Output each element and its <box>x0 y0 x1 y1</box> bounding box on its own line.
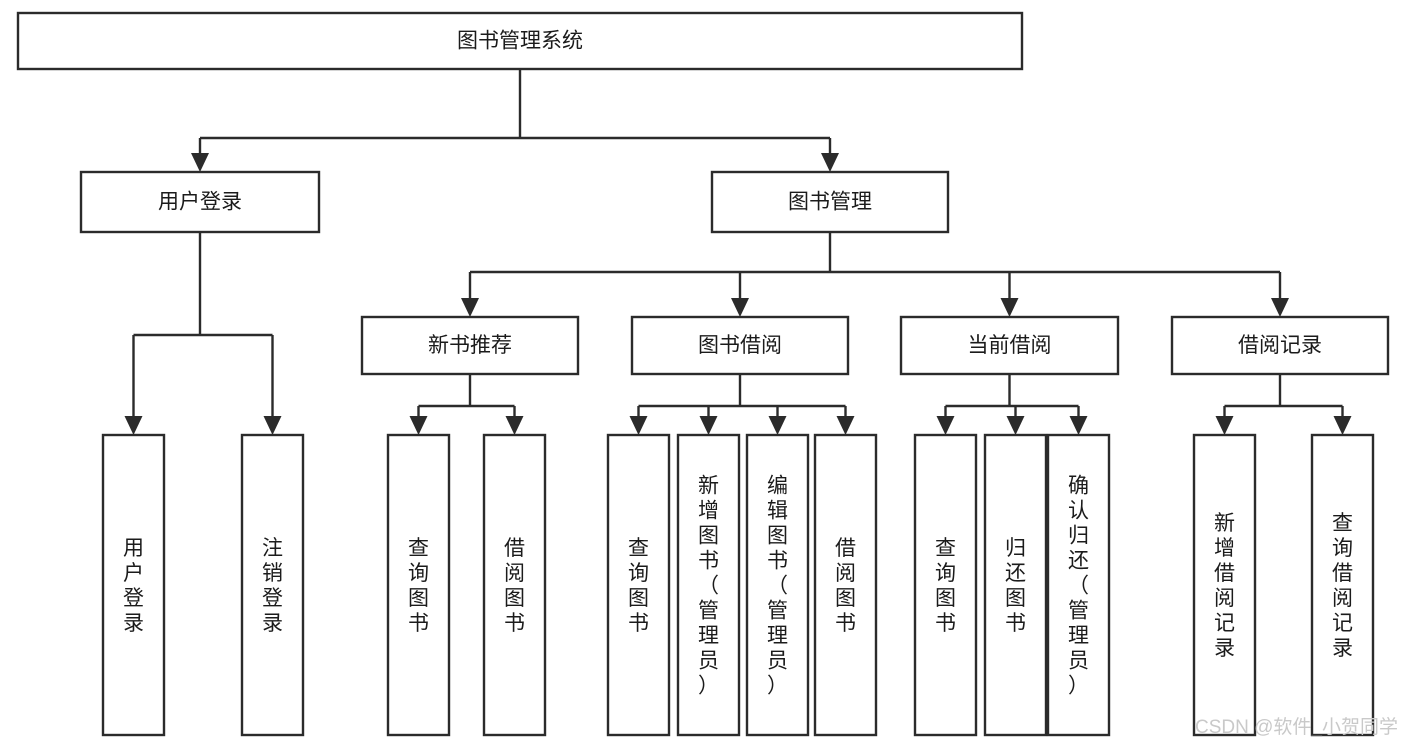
node-leaf-edit-book[interactable]: 编辑图书（管理员） <box>745 433 810 737</box>
arrow-head-icon <box>836 416 855 435</box>
node-box <box>813 433 878 737</box>
node-leaf-borrow-book-rec[interactable]: 借阅图书 <box>482 433 547 737</box>
arrow-head-icon <box>768 416 787 435</box>
node-label-vertical: 确认归还（管理员） <box>1068 475 1089 698</box>
node-box <box>710 170 950 234</box>
node-box <box>360 315 580 376</box>
arrow-head-icon <box>936 416 955 435</box>
node-box <box>1310 433 1375 737</box>
node-label: 当前借阅 <box>968 334 1052 357</box>
arrow-head-icon <box>1006 416 1025 435</box>
node-box <box>240 433 305 737</box>
node-box <box>1046 433 1111 737</box>
arrow-head-icon <box>505 416 524 435</box>
node-box <box>1192 433 1257 737</box>
node-box <box>16 11 1024 71</box>
node-leaf-query-book[interactable]: 查询图书 <box>606 433 671 737</box>
node-label: 图书管理 <box>788 191 872 214</box>
connector-layer <box>124 69 1352 435</box>
node-box <box>79 170 321 234</box>
node-borrow-record[interactable]: 借阅记录 <box>1170 315 1390 376</box>
node-label: 用户登录 <box>158 191 242 214</box>
node-layer: 图书管理系统用户登录图书管理新书推荐图书借阅当前借阅借阅记录用户登录注销登录查询… <box>16 11 1390 737</box>
arrow-head-icon <box>1333 416 1352 435</box>
node-box <box>101 433 166 737</box>
node-leaf-add-record[interactable]: 新增借阅记录 <box>1192 433 1257 737</box>
csdn-watermark: CSDN @软件_小贺同学 <box>1195 716 1398 738</box>
node-leaf-query-current[interactable]: 查询图书 <box>913 433 978 737</box>
node-leaf-add-book[interactable]: 新增图书（管理员） <box>676 433 741 737</box>
node-label-vertical: 借阅图书 <box>504 537 525 635</box>
node-box <box>606 433 671 737</box>
arrow-head-icon <box>699 416 718 435</box>
arrow-head-icon <box>409 416 428 435</box>
node-box <box>983 433 1048 737</box>
node-label: 借阅记录 <box>1238 334 1322 357</box>
node-user-login[interactable]: 用户登录 <box>79 170 321 234</box>
node-label: 新书推荐 <box>428 334 512 357</box>
node-box <box>386 433 451 737</box>
arrow-head-icon <box>124 416 143 435</box>
node-box <box>482 433 547 737</box>
node-label-vertical: 新增借阅记录 <box>1214 512 1235 660</box>
node-label-vertical: 注销登录 <box>262 537 283 635</box>
arrow-head-icon <box>1000 298 1019 317</box>
node-root[interactable]: 图书管理系统 <box>16 11 1024 71</box>
node-label: 图书借阅 <box>698 334 782 357</box>
node-box <box>913 433 978 737</box>
arrow-head-icon <box>1215 416 1234 435</box>
node-label-vertical: 新增图书（管理员） <box>698 475 719 698</box>
arrow-head-icon <box>821 153 839 172</box>
node-leaf-query-record[interactable]: 查询借阅记录 <box>1310 433 1375 737</box>
node-leaf-user-login[interactable]: 用户登录 <box>101 433 166 737</box>
arrow-head-icon <box>629 416 648 435</box>
node-label-vertical: 查询图书 <box>628 537 649 635</box>
arrow-head-icon <box>1069 416 1088 435</box>
node-label-vertical: 用户登录 <box>123 537 144 635</box>
node-box <box>630 315 850 376</box>
node-current-borrow[interactable]: 当前借阅 <box>899 315 1120 376</box>
node-box <box>899 315 1120 376</box>
node-leaf-return-book[interactable]: 归还图书 <box>983 433 1048 737</box>
node-leaf-confirm-return[interactable]: 确认归还（管理员） <box>1046 433 1111 737</box>
node-book-manage[interactable]: 图书管理 <box>710 170 950 234</box>
node-leaf-query-book-rec[interactable]: 查询图书 <box>386 433 451 737</box>
node-leaf-borrow-book[interactable]: 借阅图书 <box>813 433 878 737</box>
node-label: 图书管理系统 <box>457 30 583 53</box>
node-label-vertical: 查询借阅记录 <box>1332 512 1353 660</box>
arrow-head-icon <box>263 416 282 435</box>
node-box <box>676 433 741 737</box>
node-label-vertical: 归还图书 <box>1005 537 1026 635</box>
arrow-head-icon <box>1271 298 1289 317</box>
node-label-vertical: 编辑图书（管理员） <box>767 475 788 698</box>
node-label-vertical: 借阅图书 <box>835 537 856 635</box>
arrow-head-icon <box>731 298 749 317</box>
node-book-borrow[interactable]: 图书借阅 <box>630 315 850 376</box>
node-new-book-rec[interactable]: 新书推荐 <box>360 315 580 376</box>
node-label-vertical: 查询图书 <box>935 537 956 635</box>
node-box <box>745 433 810 737</box>
node-label-vertical: 查询图书 <box>408 537 429 635</box>
arrow-head-icon <box>191 153 209 172</box>
node-leaf-user-logout[interactable]: 注销登录 <box>240 433 305 737</box>
arrow-head-icon <box>461 298 479 317</box>
node-box <box>1170 315 1390 376</box>
